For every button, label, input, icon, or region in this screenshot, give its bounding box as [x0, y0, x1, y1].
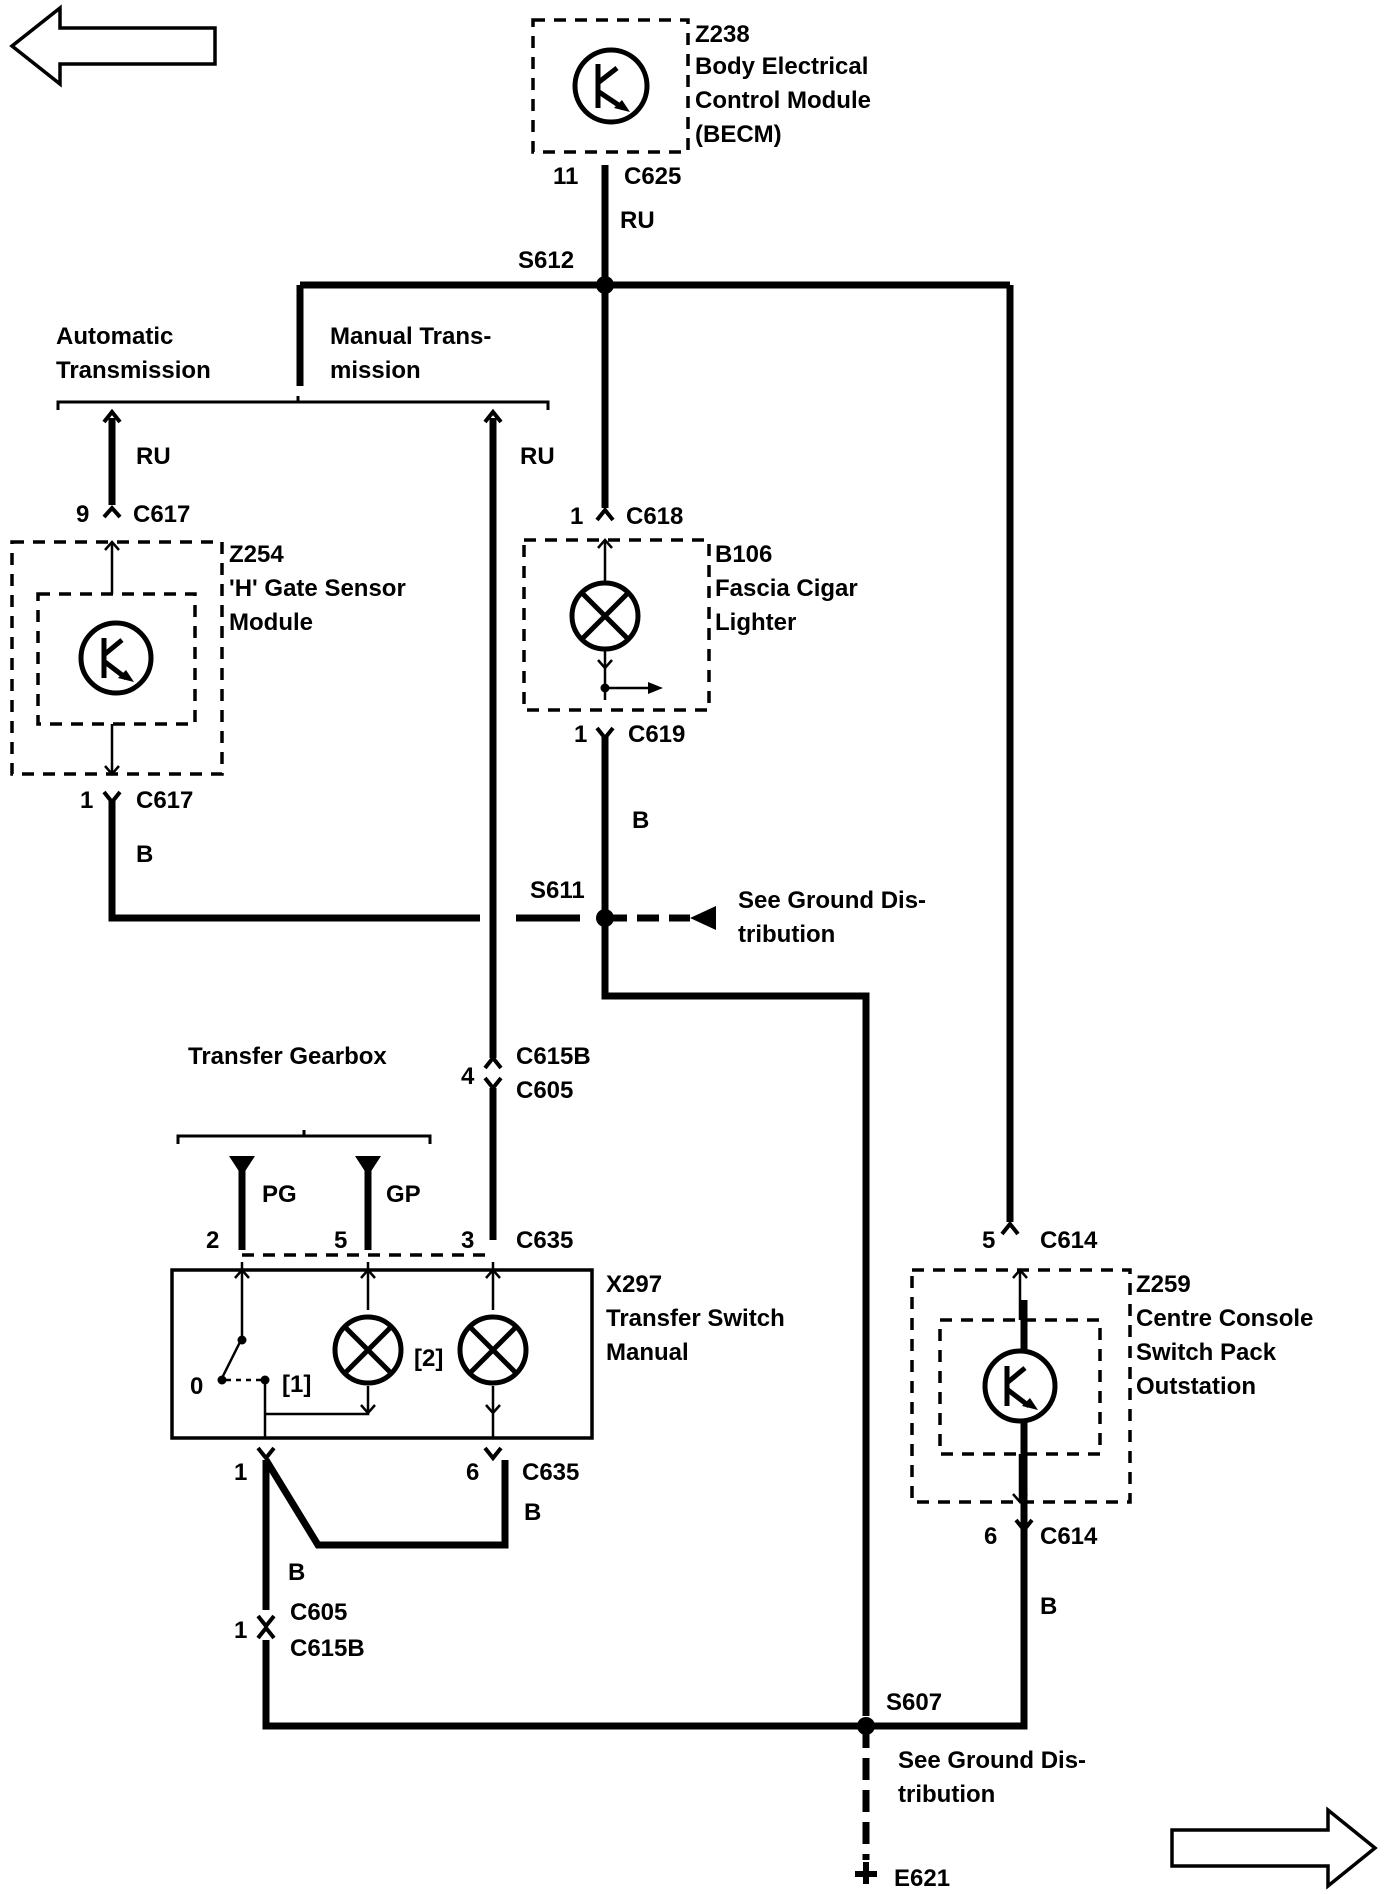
- cigar-ground-wire-color: B: [632, 807, 649, 834]
- becm-name-line3: (BECM): [695, 121, 782, 148]
- manual-transmission-line2: mission: [330, 357, 421, 384]
- hgate-ground-wire: [108, 800, 480, 922]
- next-page-arrow-icon[interactable]: [1170, 1806, 1378, 1890]
- pg-wire-label: PG: [262, 1181, 297, 1208]
- ground-distribution-top-line2[interactable]: tribution: [738, 921, 835, 948]
- x297-name-line2: Manual: [606, 1339, 689, 1366]
- console-ground-wire-color: B: [1040, 1593, 1057, 1620]
- s612-splice-label: S612: [518, 247, 574, 274]
- transfer-ground-link-wire: [263, 1458, 509, 1549]
- e621-ground-label: E621: [894, 1865, 950, 1892]
- c625-connector-label: C625: [624, 163, 681, 190]
- c615b-top-connector: C615B: [516, 1043, 591, 1070]
- hgate-ground-wire-color: B: [136, 841, 153, 868]
- manual-transmission-line1: Manual Trans-: [330, 323, 491, 350]
- transfer-gearbox-label: Transfer Gearbox: [188, 1043, 387, 1070]
- note-2-label: [2]: [414, 1345, 443, 1372]
- c605-top-connector: C605: [516, 1077, 573, 1104]
- c617-top-pin: 9: [76, 501, 89, 528]
- cigar-lighter-lamp-icon: [569, 580, 641, 652]
- c635-bottom-pin-6: 6: [466, 1459, 479, 1486]
- c618-pin-label: 1: [570, 503, 583, 530]
- transfer-ground-wire-color: B: [288, 1559, 305, 1586]
- ground-distribution-bottom-line2[interactable]: tribution: [898, 1781, 995, 1808]
- ground-distribution-top-line1[interactable]: See Ground Dis-: [738, 887, 926, 914]
- console-id-label: Z259: [1136, 1271, 1191, 1298]
- x297-name-line1: Transfer Switch: [606, 1305, 785, 1332]
- c605-bottom-pin: 1: [234, 1617, 247, 1644]
- c635-top-pin-5: 5: [334, 1227, 347, 1254]
- cigar-ground-wire: [601, 736, 870, 1716]
- hgate-name-line1: 'H' Gate Sensor: [229, 575, 406, 602]
- c615b-bottom-connector: C615B: [290, 1635, 365, 1662]
- gp-wire-label: GP: [386, 1181, 421, 1208]
- hgate-name-line2: Module: [229, 609, 313, 636]
- console-name-line3: Outstation: [1136, 1373, 1256, 1400]
- s612-splice-dot: [596, 276, 614, 294]
- c618-connector-label: C618: [626, 503, 683, 530]
- illumination-lamp-icon: [457, 1314, 529, 1386]
- transfer-switch-box: [170, 1268, 594, 1440]
- cigar-lighter-box: [522, 538, 711, 712]
- console-name-line2: Switch Pack: [1136, 1339, 1277, 1366]
- c635-top-pin-3: 3: [461, 1227, 474, 1254]
- c614-bottom-connector: C614: [1040, 1523, 1098, 1550]
- c625-pin-label: 11: [553, 163, 578, 190]
- c614-bottom-pin: 6: [984, 1523, 997, 1550]
- hgate-module-outer-box: [10, 540, 224, 776]
- becm-transistor-icon: [572, 47, 650, 125]
- becm-name-line2: Control Module: [695, 87, 871, 114]
- c635-bottom-connector: C635: [522, 1459, 579, 1486]
- becm-module-box: [531, 18, 690, 154]
- ru-middle-wire-label: RU: [520, 443, 555, 470]
- c619-connector-label: C619: [628, 721, 685, 748]
- s607-splice-label: S607: [886, 1689, 942, 1716]
- e621-ground-symbol-icon: [855, 1862, 877, 1884]
- c614-top-connector: C614: [1040, 1227, 1098, 1254]
- c615b-top-pin: 4: [461, 1063, 475, 1090]
- automatic-transmission-line1: Automatic: [56, 323, 173, 350]
- pg-terminal-icon: [229, 1156, 255, 1176]
- console-name-line1: Centre Console: [1136, 1305, 1313, 1332]
- c605-bottom-connector: C605: [290, 1599, 347, 1626]
- c619-pin-label: 1: [574, 721, 587, 748]
- c617-bottom-pin: 1: [80, 787, 93, 814]
- x297-id-label: X297: [606, 1271, 662, 1298]
- hgate-transistor-icon: [78, 620, 154, 696]
- becm-id-label: Z238: [695, 21, 750, 48]
- gp-terminal-icon: [355, 1156, 381, 1176]
- transmission-option-bracket: [56, 400, 550, 410]
- transfer-gearbox-bracket: [176, 1134, 432, 1144]
- ground-distribution-bottom-line1[interactable]: See Ground Dis-: [898, 1747, 1086, 1774]
- c635-bottom-wire-color: B: [524, 1499, 541, 1526]
- ru-left-wire-label: RU: [136, 443, 171, 470]
- cigar-name-line1: Fascia Cigar: [715, 575, 858, 602]
- c617-bottom-connector: C617: [136, 787, 193, 814]
- switch-position-0: 0: [190, 1373, 203, 1400]
- cigar-name-line2: Lighter: [715, 609, 796, 636]
- becm-name-line1: Body Electrical: [695, 53, 868, 80]
- cigar-id-label: B106: [715, 541, 772, 568]
- s611-ground-arrow-icon: [690, 906, 716, 930]
- indicator-lamp-icon: [332, 1314, 404, 1386]
- automatic-transmission-line2: Transmission: [56, 357, 211, 384]
- hgate-id-label: Z254: [229, 541, 284, 568]
- s611-splice-label: S611: [530, 877, 585, 904]
- c635-top-pin-2: 2: [206, 1227, 219, 1254]
- previous-page-arrow-icon[interactable]: [9, 4, 217, 88]
- c635-top-connector: C635: [516, 1227, 573, 1254]
- c625-wire-color: RU: [620, 207, 655, 234]
- c614-top-pin: 5: [982, 1227, 995, 1254]
- c635-bottom-pin-1: 1: [234, 1459, 247, 1486]
- console-transistor-icon: [982, 1348, 1058, 1424]
- note-1-label: [1]: [282, 1371, 311, 1398]
- hgate-module-inner-box: [36, 592, 197, 726]
- c617-top-connector: C617: [133, 501, 190, 528]
